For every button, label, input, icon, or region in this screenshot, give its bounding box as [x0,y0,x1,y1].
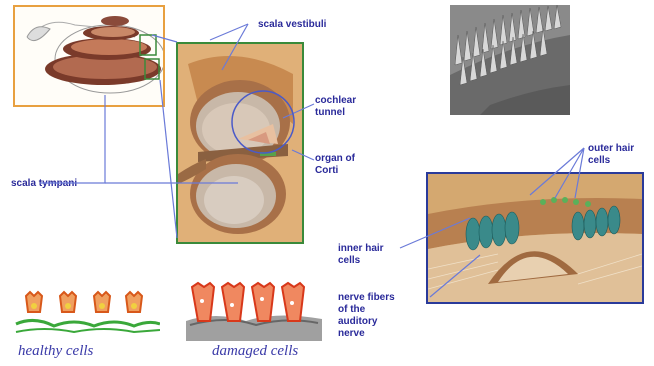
label-outer-hair-cells: outer hair cells [588,143,634,167]
label-cochlear-tunnel: cochlear tunnel [315,95,356,119]
label-inner-hair-cells: inner hair cells [338,243,384,267]
label-scala-vestibuli: scala vestibuli [258,19,326,31]
label-organ-of-corti: organ of Corti [315,153,355,177]
label-nerve-fibers-line1: nerve fibers [338,292,395,304]
label-organ-of-corti-line2: Corti [315,165,355,177]
caption-healthy-cells: healthy cells [18,343,93,360]
label-nerve-fibers-line3: auditory [338,316,395,328]
label-outer-hair-cells-line2: cells [588,155,634,167]
healthy-cells-sketch [14,290,160,338]
label-cochlear-tunnel-line2: tunnel [315,107,356,119]
leader-scala-tympani [40,95,105,183]
caption-damaged-cells: damaged cells [212,343,298,360]
label-nerve-fibers: nerve fibers of the auditory nerve [338,292,395,340]
cochlea-overview [13,5,165,107]
label-nerve-fibers-line2: of the [338,304,395,316]
label-cochlear-tunnel-line1: cochlear [315,95,356,107]
label-outer-hair-cells-line1: outer hair [588,143,634,155]
cochlea-cross-section [176,42,304,244]
label-organ-of-corti-line1: organ of [315,153,355,165]
organ-of-corti-detail [426,172,644,304]
hair-cell-micrograph [450,5,570,115]
label-nerve-fibers-line4: nerve [338,328,395,340]
label-inner-hair-cells-line2: cells [338,255,384,267]
damaged-cells-sketch [186,281,322,343]
label-inner-hair-cells-line1: inner hair [338,243,384,255]
label-scala-tympani: scala tympani [11,178,77,190]
leader-scala-vestibuli-2 [210,24,248,40]
